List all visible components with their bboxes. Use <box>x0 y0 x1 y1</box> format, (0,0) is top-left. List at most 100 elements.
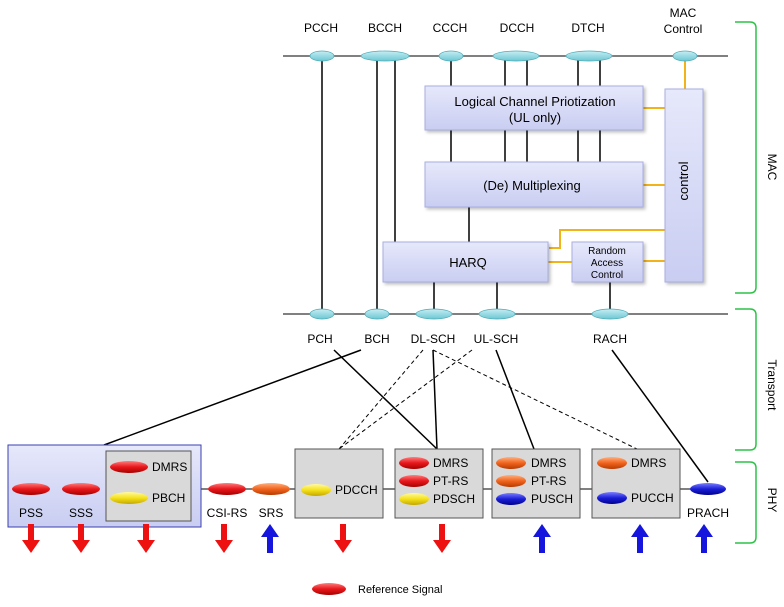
pucch-dmrs-label: DMRS <box>631 456 666 470</box>
rach-label: RACH <box>593 332 627 346</box>
pusch-ptrs-label: PT-RS <box>531 474 566 488</box>
dtch-label: DTCH <box>571 21 604 35</box>
pucch-dmrs-ellipse <box>597 457 627 469</box>
dl-sch-ellipse <box>415 308 453 320</box>
multiplexing-label: (De) Multiplexing <box>483 178 581 193</box>
srs-up-arrow-icon <box>261 524 279 553</box>
mac-layer-label: MAC <box>765 154 779 181</box>
phy-labels: PSS SSS DMRS PBCH CSI-RS SRS PDCCH DMRS … <box>19 456 729 520</box>
pucch-label: PUCCH <box>631 491 674 505</box>
pdsch-dmrs-ellipse <box>399 457 429 469</box>
pusch-label: PUSCH <box>531 492 573 506</box>
ul-sch-ellipse <box>478 308 516 320</box>
pss-down-arrow-icon <box>22 524 40 553</box>
mac-control-label-line2: Control <box>664 22 703 36</box>
sss-down-arrow-icon <box>72 524 90 553</box>
sss-label: SSS <box>69 506 93 520</box>
pucch-ellipse <box>597 492 627 504</box>
layer-brackets <box>735 21 757 544</box>
transport-channel-ellipses <box>309 308 629 320</box>
prach-ellipse <box>690 483 726 495</box>
pdcch-ellipse <box>301 484 331 496</box>
prioritization-block: Logical Channel Priotization (UL only) <box>424 85 644 131</box>
bch-label: BCH <box>364 332 389 346</box>
pbch-dmrs-ellipse <box>110 461 148 473</box>
prach-label: PRACH <box>687 506 729 520</box>
pdsch-down-arrow-icon <box>433 524 451 553</box>
dl-sch-label: DL-SCH <box>411 332 456 346</box>
pusch-ellipse <box>496 493 526 505</box>
prach-up-arrow-icon <box>695 524 713 553</box>
csi-rs-ellipse <box>208 483 246 495</box>
rach-ellipse <box>591 308 629 320</box>
pusch-dmrs-ellipse <box>496 457 526 469</box>
pdsch-ptrs-ellipse <box>399 475 429 487</box>
uplink-arrows <box>261 524 713 553</box>
pcch-label: PCCH <box>304 21 338 35</box>
csi-rs-down-arrow-icon <box>215 524 233 553</box>
dcch-label: DCCH <box>500 21 535 35</box>
random-access-block: Random Access Control <box>571 241 644 283</box>
logical-channel-ellipses <box>309 50 698 62</box>
downlink-arrows <box>22 524 451 553</box>
bcch-label: BCCH <box>368 21 402 35</box>
pusch-ptrs-ellipse <box>496 475 526 487</box>
transport-phy-dashed-links <box>338 349 638 450</box>
bcch-ellipse <box>360 50 410 62</box>
ccch-ellipse <box>438 50 464 62</box>
pss-ellipse <box>12 483 50 495</box>
prioritization-label-line1: Logical Channel Priotization <box>454 94 615 109</box>
sss-ellipse <box>62 483 100 495</box>
pch-label: PCH <box>307 332 332 346</box>
srs-label: SRS <box>259 506 284 520</box>
ul-sch-label: UL-SCH <box>474 332 519 346</box>
control-block: control <box>664 88 704 283</box>
pcch-ellipse <box>309 50 335 62</box>
pbch-ellipse <box>110 492 148 504</box>
pusch-dmrs-label: DMRS <box>531 456 566 470</box>
mac-control-label-line1: MAC <box>670 6 697 20</box>
transport-bracket <box>735 308 757 451</box>
random-access-label-line2: Access <box>591 258 623 269</box>
transport-layer-label: Transport <box>765 360 779 412</box>
csi-rs-label: CSI-RS <box>207 506 248 520</box>
phy-ellipses <box>12 457 726 505</box>
logical-channel-labels: PCCH BCCH CCCH DCCH DTCH MAC Control <box>304 6 702 36</box>
pusch-up-arrow-icon <box>533 524 551 553</box>
layer-labels: MAC Transport PHY <box>765 154 779 513</box>
pbch-down-arrow-icon <box>137 524 155 553</box>
mac-bracket <box>735 21 757 294</box>
mac-control-ellipse <box>672 50 698 62</box>
pdsch-label: PDSCH <box>433 492 475 506</box>
control-label: control <box>676 161 691 200</box>
pdsch-dmrs-label: DMRS <box>433 456 468 470</box>
legend-reference-signal-ellipse <box>312 583 346 595</box>
pbch-label: PBCH <box>152 491 185 505</box>
pdsch-ptrs-label: PT-RS <box>433 474 468 488</box>
logical-channel-links <box>321 56 611 313</box>
pdcch-down-arrow-icon <box>334 524 352 553</box>
transport-channel-labels: PCH BCH DL-SCH UL-SCH RACH <box>307 332 627 346</box>
dcch-ellipse <box>492 50 540 62</box>
random-access-label-line3: Control <box>591 270 623 281</box>
multiplexing-block: (De) Multiplexing <box>424 161 644 208</box>
pucch-up-arrow-icon <box>631 524 649 553</box>
random-access-label-line1: Random <box>588 246 626 257</box>
pdcch-group-box <box>294 448 384 519</box>
harq-block: HARQ <box>382 241 549 283</box>
ccch-label: CCCH <box>433 21 468 35</box>
bch-ellipse <box>364 308 390 320</box>
transport-phy-links <box>103 349 709 483</box>
phy-bracket <box>735 461 757 544</box>
legend-reference-signal-label: Reference Signal <box>358 584 442 596</box>
harq-label: HARQ <box>449 255 487 270</box>
pbch-dmrs-label: DMRS <box>152 460 187 474</box>
pch-ellipse <box>309 308 335 320</box>
dtch-ellipse <box>565 50 613 62</box>
legend: Reference Signal <box>312 583 442 596</box>
prioritization-label-line2: (UL only) <box>509 110 561 125</box>
pss-label: PSS <box>19 506 43 520</box>
pdcch-label: PDCCH <box>335 483 378 497</box>
control-links <box>548 56 686 263</box>
